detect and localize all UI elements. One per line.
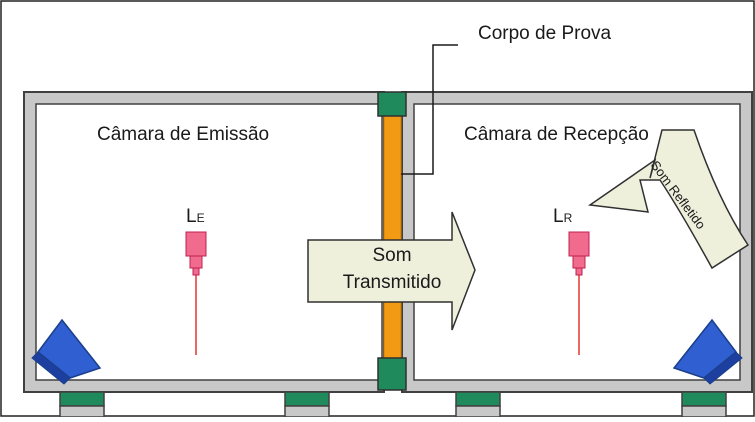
specimen-mount-top xyxy=(377,91,407,117)
support-foot xyxy=(455,391,501,418)
speaker-right xyxy=(672,318,743,385)
specimen-panel xyxy=(383,111,402,365)
microphone-reception xyxy=(568,231,590,355)
mic-emission-label: LE xyxy=(186,206,205,227)
mic-reception-label: LR xyxy=(553,206,573,227)
specimen-leader-line xyxy=(401,44,458,175)
microphone-emission xyxy=(185,231,207,355)
transmitted-arrow-line2: Transmitido xyxy=(343,272,442,293)
speaker-left xyxy=(31,318,102,385)
transmitted-arrow-shape xyxy=(307,211,476,331)
transmitted-arrow-line1: Som xyxy=(372,245,411,266)
support-feet xyxy=(59,391,727,418)
reflected-arrow-shape xyxy=(587,129,750,270)
emission-chamber-label: Câmara de Emissão xyxy=(97,124,269,145)
specimen-mount-bottom xyxy=(377,357,407,391)
microphone-body xyxy=(185,231,207,257)
support-foot xyxy=(59,391,105,418)
specimen-label: Corpo de Prova xyxy=(478,23,612,44)
reception-chamber-label: Câmara de Recepção xyxy=(464,124,649,145)
support-foot xyxy=(284,391,330,418)
microphone-body xyxy=(568,231,590,257)
support-foot xyxy=(681,391,727,418)
transmitted-sound-arrow: Som Transmitido xyxy=(307,211,476,331)
